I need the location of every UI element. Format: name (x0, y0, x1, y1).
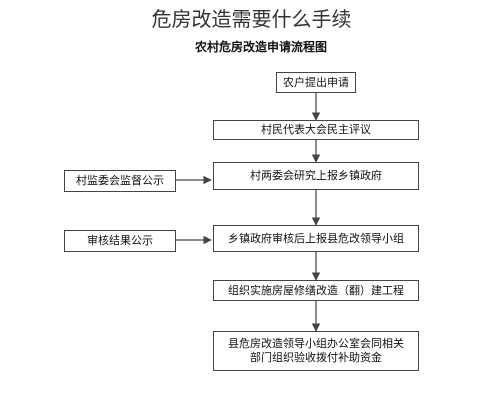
step-implement-construction: 组织实施房屋修缮改造（翻）建工程 (213, 280, 419, 301)
step-acceptance-and-funding: 县危房改造领导小组办公室会同相关 部门组织验收拨付补助资金 (213, 331, 419, 371)
step-village-rep-review: 村民代表大会民主评议 (213, 120, 419, 140)
page-title: 危房改造需要什么手续 (151, 7, 352, 31)
step-acceptance-line2: 部门组织验收拨付补助资金 (250, 351, 382, 364)
step-township-review: 乡镇政府审核后上报县危改领导小组 (213, 225, 419, 252)
side-supervision-publicity: 村监委会监督公示 (64, 170, 176, 192)
step-village-committee-report: 村两委会研究上报乡镇政府 (213, 162, 419, 190)
step-farmer-application: 农户提出申请 (276, 72, 356, 93)
flowchart-title: 农村危房改造申请流程图 (194, 40, 327, 54)
step-acceptance-line1: 县危房改造领导小组办公室会同相关 (228, 337, 404, 350)
side-review-result-publicity: 审核结果公示 (64, 230, 176, 252)
